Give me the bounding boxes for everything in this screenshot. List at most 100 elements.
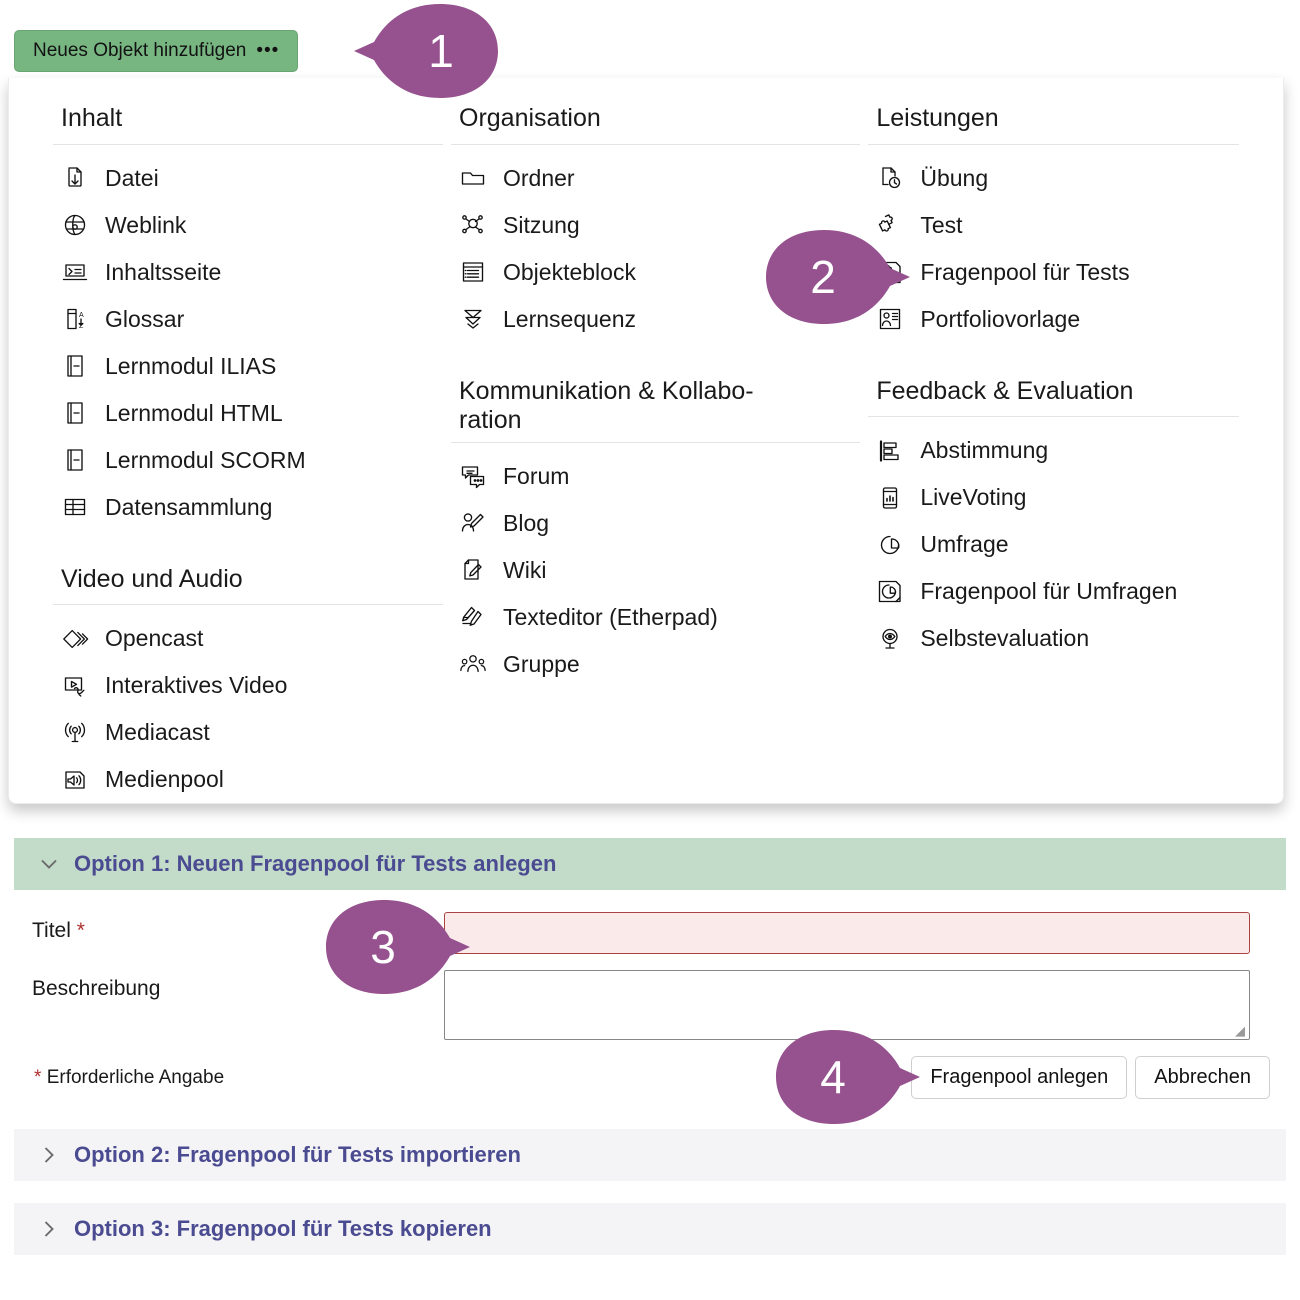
callout-marker-4: 4 bbox=[772, 1028, 922, 1126]
accordion-option-3-label: Option 3: Fragenpool für Tests kopieren bbox=[74, 1216, 492, 1241]
menu-item-ordner[interactable]: Ordner bbox=[447, 155, 864, 202]
svg-text:A: A bbox=[79, 312, 84, 319]
create-question-pool-label: Fragenpool anlegen bbox=[930, 1066, 1109, 1088]
title-row: Titel * bbox=[14, 912, 1286, 954]
accordion-option-3-header[interactable]: Option 3: Fragenpool für Tests kopieren bbox=[14, 1203, 1286, 1255]
resize-grip-icon[interactable]: ◢ bbox=[1235, 1023, 1245, 1038]
menu-group-divider bbox=[53, 604, 443, 605]
etherpad-icon bbox=[459, 603, 487, 631]
menu-group-title: Organisation bbox=[459, 104, 601, 132]
menu-item-label: LiveVoting bbox=[920, 484, 1027, 510]
session-nodes-icon bbox=[459, 211, 487, 239]
menu-item-gruppe[interactable]: Gruppe bbox=[447, 641, 864, 688]
opencast-diamond-icon bbox=[61, 625, 89, 653]
menu-item-bung[interactable]: Übung bbox=[864, 155, 1243, 202]
cancel-button[interactable]: Abbrechen bbox=[1135, 1056, 1270, 1099]
cancel-label: Abbrechen bbox=[1154, 1066, 1251, 1088]
learning-module-icon bbox=[61, 352, 89, 380]
menu-item-label: Datensammlung bbox=[105, 493, 273, 520]
object-block-icon bbox=[459, 258, 487, 286]
description-label: Beschreibung bbox=[14, 970, 444, 1001]
blog-icon bbox=[459, 509, 487, 537]
menu-item-livevoting[interactable]: LiveVoting bbox=[864, 474, 1243, 521]
menu-item-inhaltsseite[interactable]: Inhaltsseite bbox=[49, 249, 447, 296]
menu-item-label: Interaktives Video bbox=[105, 672, 288, 698]
required-hint: * Erforderliche Angabe bbox=[14, 1067, 911, 1089]
menu-item-lernmodul-scorm[interactable]: Lernmodul SCORM bbox=[49, 437, 447, 484]
chevrons-down-icon bbox=[459, 305, 487, 333]
menu-item-forum[interactable]: Forum bbox=[447, 453, 864, 500]
accordion-option-2-header[interactable]: Option 2: Fragenpool für Tests importier… bbox=[14, 1129, 1286, 1181]
chevron-right-icon bbox=[38, 1218, 60, 1240]
group-spacer bbox=[447, 343, 864, 377]
menu-item-label: Portfoliovorlage bbox=[920, 305, 1081, 332]
toolbar: Neues Objekt hinzufügen ••• alten bbox=[0, 0, 1300, 86]
menu-item-fragenpool-f-r-tests[interactable]: Fragenpool für Tests bbox=[864, 249, 1243, 296]
menu-item-lernmodul-html[interactable]: Lernmodul HTML bbox=[49, 390, 447, 437]
create-question-pool-button[interactable]: Fragenpool anlegen bbox=[911, 1056, 1128, 1099]
file-download-icon bbox=[61, 164, 89, 192]
menu-item-label: Inhaltsseite bbox=[105, 258, 222, 285]
menu-item-umfrage[interactable]: Umfrage bbox=[864, 521, 1243, 568]
accordion-option-1-header[interactable]: Option 1: Neuen Fragenpool für Tests anl… bbox=[14, 838, 1286, 890]
menu-item-datensammlung[interactable]: Datensammlung bbox=[49, 484, 447, 531]
menu-item-texteditor-etherpad[interactable]: Texteditor (Etherpad) bbox=[447, 594, 864, 641]
menu-item-lernsequenz[interactable]: Lernsequenz bbox=[447, 296, 864, 343]
accordion-option-2-label: Option 2: Fragenpool für Tests importier… bbox=[74, 1142, 521, 1167]
menu-item-label: Mediacast bbox=[105, 719, 210, 745]
menu-item-label: Gruppe bbox=[503, 650, 580, 677]
learning-module-icon bbox=[61, 399, 89, 427]
accordion-spacer-2 bbox=[14, 1181, 1286, 1203]
menu-group-title: Feedback & Evaluation bbox=[876, 376, 1134, 405]
menu-item-opencast[interactable]: Opencast bbox=[49, 615, 447, 662]
menu-item-label: Medienpool bbox=[105, 766, 224, 792]
menu-item-label: Opencast bbox=[105, 625, 204, 651]
callout-marker-1: 1 bbox=[352, 2, 502, 100]
menu-item-label: Objekteblock bbox=[503, 258, 636, 285]
group-spacer bbox=[49, 531, 447, 565]
accordion-spacer bbox=[14, 1107, 1286, 1129]
title-label-text: Titel bbox=[32, 919, 71, 942]
menu-item-label: Fragenpool für Tests bbox=[920, 258, 1130, 285]
add-new-object-button[interactable]: Neues Objekt hinzufügen ••• bbox=[14, 30, 299, 72]
title-input[interactable] bbox=[444, 912, 1250, 954]
callout-number: 3 bbox=[370, 921, 396, 973]
menu-item-label: Datei bbox=[105, 164, 159, 191]
menu-item-weblink[interactable]: Weblink bbox=[49, 202, 447, 249]
wiki-icon bbox=[459, 556, 487, 584]
menu-item-selbstevaluation[interactable]: Selbstevaluation bbox=[864, 615, 1243, 662]
menu-item-label: Lernmodul SCORM bbox=[105, 446, 306, 473]
menu-item-sitzung[interactable]: Sitzung bbox=[447, 202, 864, 249]
form-buttons: Fragenpool anlegen Abbrechen bbox=[911, 1056, 1286, 1099]
menu-item-objekteblock[interactable]: Objekteblock bbox=[447, 249, 864, 296]
menu-item-label: Blog bbox=[503, 509, 550, 536]
description-textarea[interactable]: ◢ bbox=[444, 970, 1250, 1040]
folder-icon bbox=[459, 164, 487, 192]
menu-item-fragenpool-f-r-umfragen[interactable]: Fragenpool für Umfragen bbox=[864, 568, 1243, 615]
table-icon bbox=[61, 493, 89, 521]
menu-item-blog[interactable]: Blog bbox=[447, 500, 864, 547]
menu-item-mediacast[interactable]: Mediacast bbox=[49, 709, 447, 756]
menu-group-title: Video und Audio bbox=[61, 564, 243, 593]
menu-item-wiki[interactable]: Wiki bbox=[447, 547, 864, 594]
menu-item-lernmodul-ilias[interactable]: Lernmodul ILIAS bbox=[49, 343, 447, 390]
accordion-option-1-label: Option 1: Neuen Fragenpool für Tests anl… bbox=[74, 851, 557, 876]
menu-item-portfoliovorlage[interactable]: Portfoliovorlage bbox=[864, 296, 1243, 343]
menu-item-abstimmung[interactable]: Abstimmung bbox=[864, 427, 1243, 474]
menu-item-label: Test bbox=[920, 211, 963, 238]
menu-item-interaktives-video[interactable]: Interaktives Video bbox=[49, 662, 447, 709]
menu-item-label: Sitzung bbox=[503, 211, 580, 238]
option-1-body: Titel * Beschreibung ◢ * Erforderliche A… bbox=[14, 890, 1286, 1107]
description-row: Beschreibung ◢ bbox=[14, 970, 1286, 1040]
menu-item-test[interactable]: Test bbox=[864, 202, 1243, 249]
menu-item-medienpool[interactable]: Medienpool bbox=[49, 756, 447, 803]
menu-item-datei[interactable]: Datei bbox=[49, 155, 447, 202]
title-label: Titel * bbox=[14, 912, 444, 943]
